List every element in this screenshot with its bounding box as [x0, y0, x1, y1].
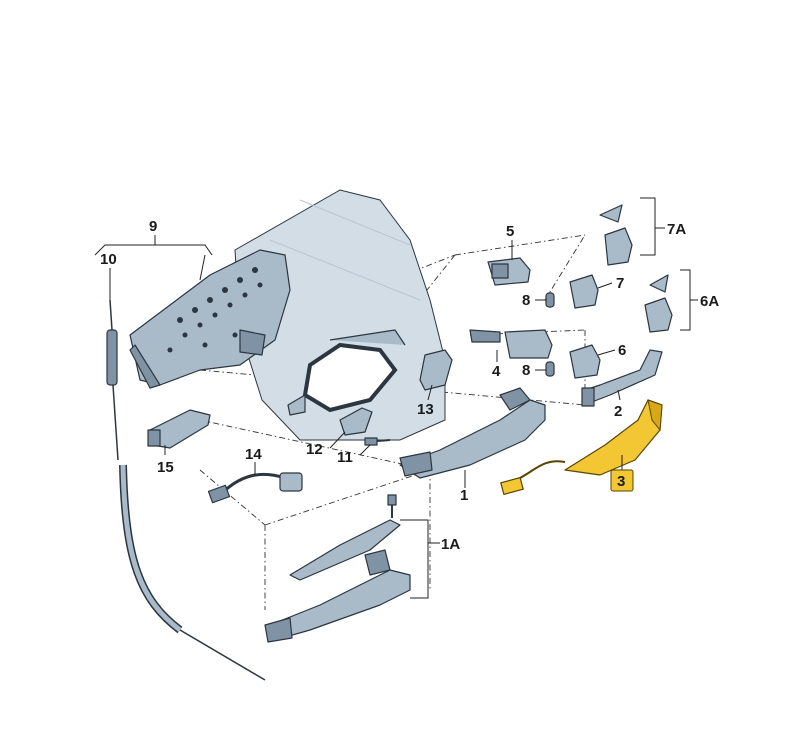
label-2: 2 — [614, 403, 622, 420]
part-15-housing — [147, 409, 211, 449]
part-4-lock-cylinder — [469, 329, 553, 359]
part-11-screw — [364, 437, 391, 446]
part-1-door-handle — [399, 387, 546, 479]
label-3: 3 — [617, 473, 625, 490]
part-7-cap — [569, 274, 599, 309]
label-8-lower: 8 — [522, 362, 530, 379]
part-7A-cap-variant — [599, 204, 633, 266]
label-1: 1 — [460, 487, 468, 504]
label-12: 12 — [306, 441, 323, 458]
label-1A: 1A — [441, 536, 460, 553]
leader-lines — [94, 197, 698, 599]
label-15: 15 — [157, 459, 174, 476]
label-5: 5 — [506, 223, 514, 240]
part-8-pins — [545, 292, 555, 377]
part-1A-handle-variant — [264, 494, 411, 643]
label-6: 6 — [618, 342, 626, 359]
label-4: 4 — [492, 363, 501, 380]
label-10: 10 — [100, 251, 117, 268]
part-labels: 9 10 15 14 12 11 13 1 1A 4 5 8 8 7 6 2 7… — [100, 218, 719, 553]
label-14: 14 — [245, 446, 262, 463]
part-5-lock-cylinder — [487, 257, 531, 286]
part-13-trim — [419, 349, 453, 391]
part-6-cap — [569, 344, 601, 379]
part-14-sensor-lead — [207, 472, 303, 504]
part-2-grip-support — [581, 349, 663, 407]
label-7A: 7A — [667, 221, 686, 238]
label-9: 9 — [149, 218, 157, 235]
label-7: 7 — [616, 275, 624, 292]
part-9-handle-carrier — [129, 249, 291, 389]
part-10-bowden-cable — [106, 299, 266, 681]
label-8-upper: 8 — [522, 292, 530, 309]
label-6A: 6A — [700, 293, 719, 310]
door-shell — [234, 189, 446, 441]
label-13: 13 — [417, 401, 434, 418]
label-3-highlight-box — [610, 469, 634, 492]
label-11: 11 — [337, 449, 353, 466]
part-6A-cap-variant — [644, 274, 673, 333]
